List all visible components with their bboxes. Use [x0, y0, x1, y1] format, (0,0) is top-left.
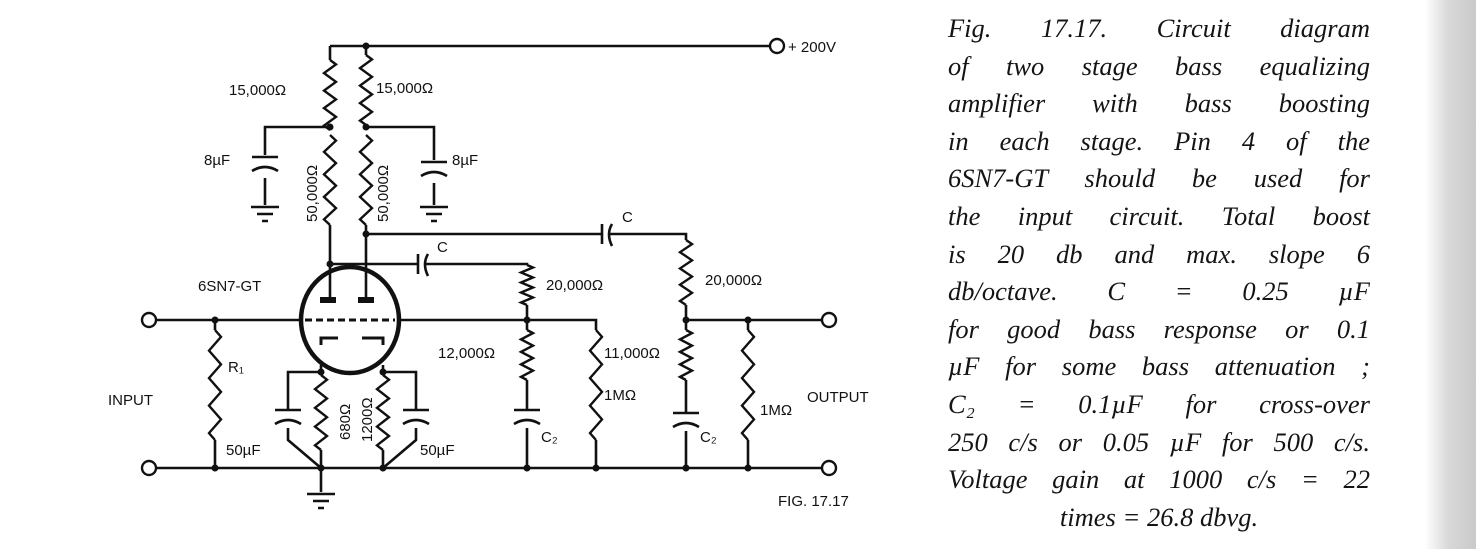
fig-label: FIG. 17.17 — [778, 493, 849, 510]
caption-line: is 20 db and max. slope 6 — [948, 238, 1370, 269]
junction-dot — [362, 42, 370, 50]
caption-line: Fig. 17.17. Circuit diagram — [948, 13, 1370, 43]
label-c2-1: C₂ — [541, 429, 558, 446]
label-8uf-left: 8µF — [204, 152, 230, 169]
label-50k-left: 50,000Ω — [304, 165, 321, 222]
label-12k: 12,000Ω — [438, 345, 495, 362]
capacitor-8uf-right — [420, 160, 448, 178]
label-50uf-right: 50µF — [420, 442, 455, 459]
junction-dot — [592, 464, 600, 472]
capacitor-8uf-left — [251, 155, 279, 173]
junction-dot — [744, 316, 752, 324]
caption-line: the input circuit. Total boost — [948, 200, 1370, 231]
junction-dot — [379, 464, 387, 472]
junction-dot — [379, 368, 387, 376]
junction-dot — [362, 123, 370, 131]
supply-terminal — [768, 37, 786, 55]
caption-line: µF for some bass attenuation ; — [948, 351, 1370, 382]
supply-label: + 200V — [788, 39, 836, 56]
circuit-diagram: + 200V 6SN7-GT INPUT OUTPUT FIG. 17.17 1… — [108, 37, 869, 510]
output-terminal-bottom — [820, 459, 838, 477]
ground-icon — [251, 205, 279, 223]
label-50k-right: 50,000Ω — [375, 165, 392, 222]
resistor-50k-right — [358, 134, 374, 226]
resistor-12k — [518, 328, 536, 382]
resistor-20k-2 — [677, 239, 695, 306]
caption-line: in each stage. Pin 4 of the — [948, 125, 1370, 156]
label-r1: R₁ — [228, 359, 244, 376]
resistor-1m-grid — [588, 329, 604, 441]
caption-line: of two stage bass equalizing — [948, 50, 1370, 81]
caption-line: db/octave. C = 0.25 µF — [948, 276, 1370, 307]
tube-6sn7 — [298, 264, 402, 376]
junction-dot — [682, 464, 690, 472]
page-edge-shadow — [1425, 0, 1476, 549]
junction-dot — [317, 368, 325, 376]
junction-dot — [744, 464, 752, 472]
label-680: 680Ω — [337, 404, 354, 440]
resistor-50k-left — [322, 134, 338, 226]
caption-line: 250 c/s or 0.05 µF for 500 c/s. — [948, 426, 1370, 457]
capacitor-c2-1 — [513, 408, 541, 426]
capacitors — [251, 155, 700, 429]
ground-symbols — [251, 205, 448, 510]
figure-caption: Fig. 17.17. Circuit diagram of two stage… — [948, 10, 1370, 536]
junction-dots — [211, 42, 752, 472]
terminals — [140, 37, 838, 477]
capacitor-50uf-left — [274, 408, 302, 426]
resistor-r1 — [207, 329, 223, 441]
junction-dot — [682, 316, 690, 324]
caption-line: Voltage gain at 1000 c/s = 22 — [948, 464, 1370, 495]
capacitor-50uf-right — [402, 408, 430, 426]
resistor-680 — [313, 374, 329, 451]
label-8uf-right: 8µF — [452, 152, 478, 169]
resistors — [207, 54, 756, 451]
caption-line: times = 26.8 dbvg. — [1059, 501, 1259, 532]
ground-icon — [307, 492, 335, 510]
output-terminal-top — [820, 311, 838, 329]
label-11k: 11,000Ω — [604, 345, 660, 362]
junction-dot — [326, 123, 334, 131]
caption-line: 6SN7-GT should be used for — [948, 163, 1370, 194]
label-c-1: C — [437, 239, 448, 256]
label-15k-right: 15,000Ω — [376, 80, 433, 97]
resistor-20k-1 — [517, 263, 537, 307]
wires — [156, 44, 822, 492]
input-label: INPUT — [108, 392, 153, 409]
junction-dot — [362, 230, 370, 238]
junction-dot — [211, 316, 219, 324]
output-label: OUTPUT — [807, 389, 869, 406]
label-c-2: C — [622, 209, 633, 226]
resistor-15k-right — [357, 54, 375, 126]
input-terminal-top — [140, 311, 158, 329]
tube-label: 6SN7-GT — [198, 278, 261, 295]
ground-icon — [420, 205, 448, 223]
label-15k-left: 15,000Ω — [229, 82, 286, 99]
capacitor-c2-2 — [672, 411, 700, 429]
label-c2-2: C₂ — [700, 429, 717, 446]
resistor-1m-output — [740, 329, 756, 441]
label-1m-grid: 1MΩ — [604, 387, 636, 404]
label-20k-1: 20,000Ω — [546, 277, 603, 294]
junction-dot — [326, 260, 334, 268]
label-1m-output: 1MΩ — [760, 402, 792, 419]
resistor-15k-left — [321, 59, 339, 131]
input-terminal-bottom — [140, 459, 158, 477]
caption-line: for good bass response or 0.1 — [948, 313, 1370, 344]
label-50uf-left: 50µF — [226, 442, 261, 459]
resistor-11k — [677, 328, 695, 382]
label-20k-2: 20,000Ω — [705, 272, 762, 289]
resistor-1200 — [375, 374, 391, 451]
caption-line: amplifier with bass boosting — [948, 88, 1370, 119]
label-1200: 1200Ω — [359, 397, 376, 442]
caption-line: C₂ = 0.1µF for cross-over — [948, 388, 1370, 419]
junction-dot — [523, 316, 531, 324]
junction-dot — [211, 464, 219, 472]
junction-dot — [523, 464, 531, 472]
junction-dot — [317, 464, 325, 472]
